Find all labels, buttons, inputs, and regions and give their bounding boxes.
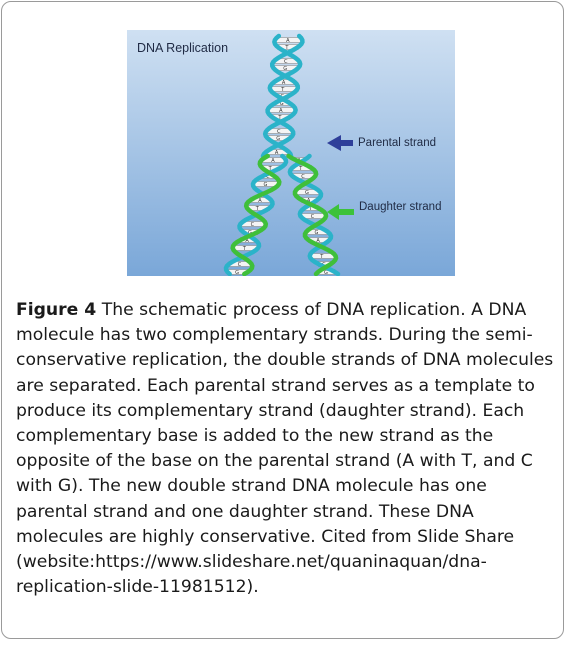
base-letter: A — [316, 238, 320, 244]
base-letter: A — [279, 108, 283, 114]
daughter-arrow — [327, 204, 354, 220]
base-letter: T — [242, 246, 247, 252]
base-letter: G — [283, 66, 287, 72]
caption-text: The schematic process of DNA replication… — [16, 300, 554, 598]
base-letter: G — [248, 230, 252, 236]
dna-strands — [223, 33, 341, 276]
base-letter: G — [264, 182, 268, 188]
parental-arrow — [327, 135, 353, 151]
base-letter: C — [251, 222, 255, 228]
base-letter: T — [284, 45, 289, 51]
base-letter: C — [311, 214, 315, 220]
base-letter: A — [286, 38, 290, 44]
base-letter: A — [271, 158, 275, 164]
base-letter: G — [235, 270, 239, 276]
right-parental-strand — [287, 153, 341, 276]
base-letter: C — [301, 174, 305, 180]
base-letter: C — [284, 59, 288, 65]
daughter-strand-label: Daughter strand — [359, 201, 441, 213]
base-letter: T — [268, 166, 273, 172]
base-letter: C — [266, 174, 270, 180]
base-letter: A — [275, 150, 279, 156]
figure-caption: Figure 4 The schematic process of DNA re… — [16, 298, 556, 600]
base-letter: T — [308, 206, 313, 212]
base-letter: G — [276, 136, 280, 142]
base-letter: G — [315, 230, 319, 236]
base-letter: A — [307, 198, 311, 204]
figure-title: DNA Replication — [137, 41, 228, 55]
base-letter: T — [255, 206, 260, 212]
base-letter: C — [238, 262, 242, 268]
base-letter: A — [282, 80, 286, 86]
base-letter: T — [277, 115, 282, 121]
parental-strand-a — [260, 33, 305, 159]
base-letter: T — [280, 87, 285, 93]
base-letter: G — [324, 270, 328, 276]
base-letter: C — [277, 129, 281, 135]
right-daughter-strand — [286, 153, 339, 276]
parental-strand-label: Parental strand — [358, 137, 436, 149]
base-letter: T — [298, 166, 303, 172]
base-letter: G — [305, 190, 309, 196]
base-letter: T — [319, 254, 324, 260]
left-daughter-strand — [230, 153, 282, 276]
parental-strand-b — [262, 33, 303, 159]
caption-label: Figure 4 — [16, 300, 97, 320]
base-letter: A — [245, 238, 249, 244]
base-letter: A — [258, 198, 262, 204]
base-letter: G — [280, 101, 284, 107]
